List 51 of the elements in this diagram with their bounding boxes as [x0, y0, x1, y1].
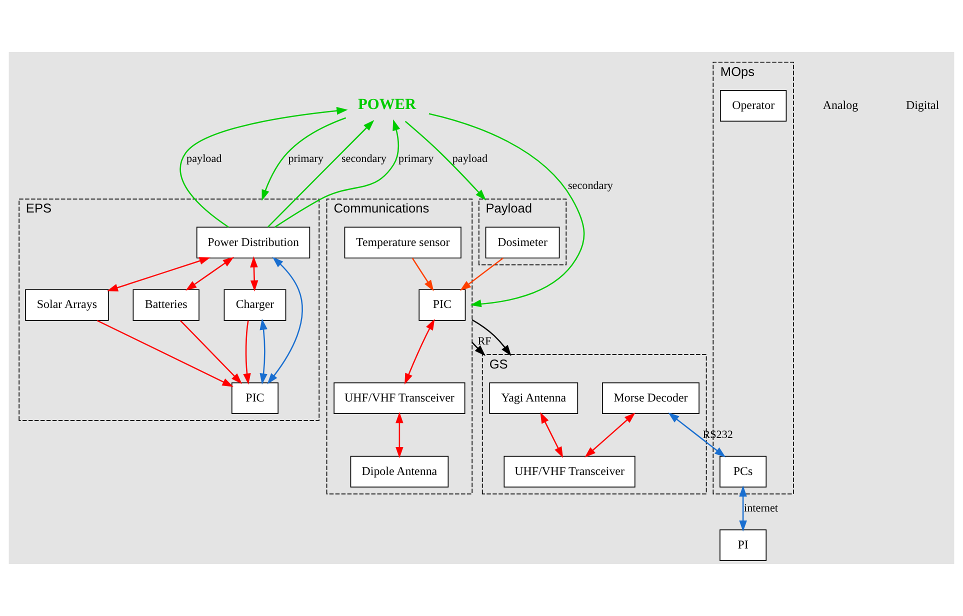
- edge-label: payload: [186, 152, 222, 165]
- arrow: [668, 412, 726, 458]
- arrow: [260, 318, 268, 385]
- node-box: Charger: [224, 289, 286, 321]
- arrow: [267, 120, 374, 228]
- arrow: [472, 319, 512, 356]
- arrow: [460, 258, 504, 291]
- edge-label: internet: [744, 502, 778, 514]
- node-box: Batteries: [132, 289, 200, 321]
- arrow: [262, 117, 346, 201]
- edge-label: primary: [398, 152, 434, 165]
- arrow: [404, 318, 435, 385]
- arrow: [274, 119, 400, 228]
- arrow: [584, 412, 636, 458]
- node-box: Morse Decoder: [602, 382, 700, 414]
- node-box: Dosimeter: [485, 226, 560, 258]
- arrow: [96, 320, 234, 387]
- arrow: [243, 320, 251, 385]
- node-box: PI: [720, 529, 767, 561]
- arrow: [739, 485, 747, 532]
- node-box: UHF/VHF Transceiver: [504, 456, 636, 488]
- node-box: Power Distribution: [196, 226, 310, 258]
- arrow: [412, 258, 434, 292]
- edge-label: payload: [452, 152, 488, 165]
- arrow: [106, 257, 210, 292]
- node-box: Operator: [720, 90, 787, 122]
- arrow: [250, 256, 258, 292]
- node-box: PIC: [231, 382, 278, 414]
- edge-label: primary: [288, 152, 324, 165]
- arrow: [472, 342, 486, 356]
- arrow: [186, 256, 234, 291]
- edge-label: RF: [478, 336, 492, 348]
- arrow: [404, 120, 486, 200]
- edge-label: secondary: [568, 180, 614, 192]
- node-box: Dipole Antenna: [350, 456, 449, 488]
- arrow: [396, 412, 404, 458]
- edge-label: secondary: [341, 152, 386, 165]
- arrow: [428, 113, 585, 308]
- arrow: [267, 256, 303, 384]
- node-box: PIC: [418, 289, 466, 321]
- node-box: UHF/VHF Transceiver: [334, 382, 466, 414]
- node-box: Yagi Antenna: [489, 382, 578, 414]
- arrow: [540, 412, 564, 458]
- legend-label: Analog: [822, 98, 858, 112]
- arrow: [180, 320, 242, 384]
- node-box: Solar Arrays: [25, 289, 109, 321]
- node-box: Temperature sensor: [344, 226, 462, 258]
- node-box: PCs: [720, 456, 767, 488]
- legend-label: Digital: [906, 98, 940, 112]
- arrow: [180, 106, 348, 228]
- node-text: POWER: [358, 96, 416, 113]
